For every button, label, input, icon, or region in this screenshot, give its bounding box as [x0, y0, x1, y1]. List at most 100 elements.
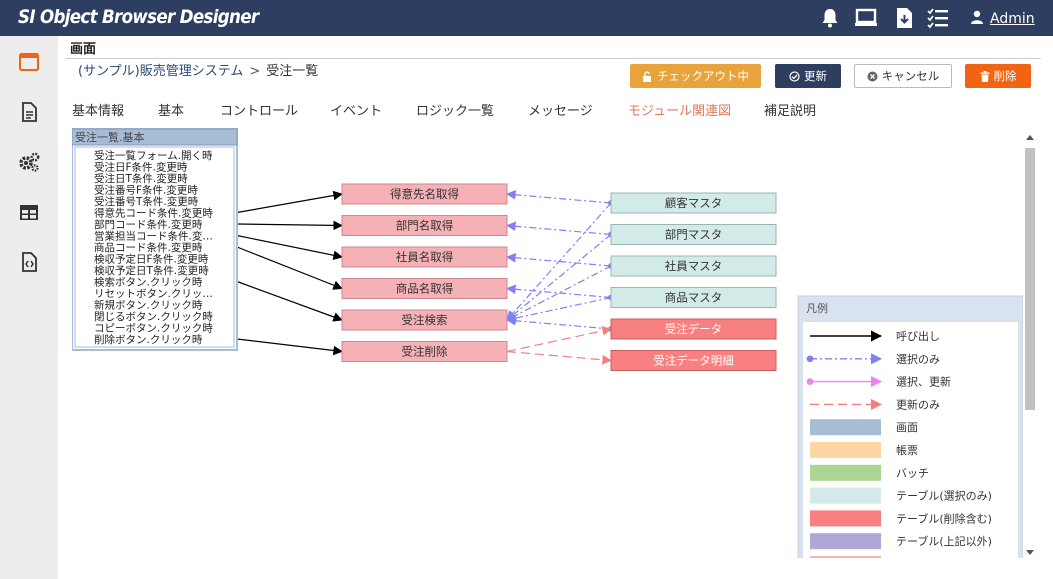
screen-event-item: 商品コード条件.変更時	[94, 241, 203, 254]
logic-node[interactable]: 部門名取得	[341, 215, 508, 236]
checkout-button[interactable]: チェックアウト中	[630, 64, 761, 88]
screen-event-item: 受注番号T条件.変更時	[94, 195, 199, 208]
legend-color-swatch	[810, 442, 881, 458]
screen-event-item: 閉じるボタン.クリック時	[94, 311, 213, 323]
code-file-icon	[22, 252, 37, 272]
cancel-button[interactable]: キャンセル	[854, 64, 952, 88]
scrollbar-thumb[interactable]	[1025, 148, 1035, 410]
legend-swatch-label: 帳票	[896, 443, 918, 457]
title-divider	[66, 58, 1041, 59]
download-icon[interactable]	[892, 6, 916, 30]
checklist-icon[interactable]	[926, 6, 950, 30]
bell-icon[interactable]	[818, 6, 842, 30]
logic-node[interactable]: 商品名取得	[341, 278, 508, 299]
logic-node[interactable]: 社員名取得	[341, 246, 508, 268]
table-icon	[20, 205, 38, 220]
scroll-down-arrow[interactable]	[1026, 550, 1034, 555]
table-node[interactable]: 社員マスタ	[610, 255, 777, 277]
section-title: 画面	[70, 42, 97, 57]
call-arrow	[236, 234, 343, 260]
call-arrow	[236, 280, 343, 322]
screen-node-body	[74, 146, 235, 348]
document-icon	[22, 102, 37, 122]
select-arrow	[506, 263, 614, 321]
screen-node-header	[72, 128, 238, 146]
user-name[interactable]: Admin	[990, 11, 1035, 27]
logic-node-label: 社員名取得	[396, 250, 454, 264]
check-circle-icon	[789, 70, 800, 82]
sidebar	[0, 36, 58, 579]
legend-swatch-label: テーブル(上記以外)	[896, 534, 992, 548]
logic-node-label: 部門名取得	[396, 219, 454, 233]
tab-event[interactable]: イベント	[330, 104, 383, 119]
monitor-icon[interactable]	[854, 6, 878, 30]
vertical-scrollbar[interactable]	[1023, 130, 1037, 560]
cancel-label: キャンセル	[881, 69, 940, 83]
table-node[interactable]: 商品マスタ	[610, 287, 777, 308]
screen-event-item: 受注日F条件.変更時	[94, 161, 188, 174]
top-bar: SI Object Browser Designer Admin	[0, 0, 1053, 36]
sidebar-item-document[interactable]	[15, 98, 43, 126]
sidebar-item-screen[interactable]	[15, 48, 43, 76]
table-node-label: 顧客マスタ	[665, 196, 723, 210]
screen-event-item: 検収予定日F条件.変更時	[94, 253, 209, 266]
table-node-label: 受注データ	[665, 322, 723, 336]
tab-module-diagram[interactable]: モジュール関連図	[628, 104, 732, 119]
logic-node-box	[341, 246, 508, 268]
tab-control[interactable]: コントロール	[220, 104, 299, 119]
scroll-up-arrow[interactable]	[1026, 135, 1034, 140]
legend-color-swatch	[810, 464, 881, 481]
screen-event-item: コピーボタン.クリック時	[94, 323, 213, 335]
logic-node-box	[341, 183, 508, 205]
table-node-box	[610, 224, 777, 245]
logic-node-box	[341, 278, 508, 299]
user-menu[interactable]: Admin	[970, 10, 1035, 27]
logic-node-label: 受注検索	[402, 313, 448, 327]
tab-basic[interactable]: 基本	[158, 104, 185, 119]
tab-supplement[interactable]: 補足説明	[764, 104, 817, 119]
breadcrumb: (サンプル)販売管理システム>受注一覧	[78, 60, 318, 79]
delete-button[interactable]: 削除	[965, 64, 1031, 88]
update-arrow	[506, 350, 612, 365]
table-node-box	[610, 287, 777, 308]
screen-event-item: 受注日T条件.変更時	[94, 172, 188, 185]
screen-node[interactable]: 受注一覧.基本受注一覧フォーム.開く時受注日F条件.変更時受注日T条件.変更時受…	[72, 128, 238, 351]
screen-event-item: 受注一覧フォーム.開く時	[94, 149, 213, 162]
legend-swatch-label: テーブル(選択のみ)	[896, 489, 992, 503]
legend-swatch-label: 画面	[896, 421, 918, 434]
logic-node-label: 受注削除	[402, 345, 448, 359]
select-arrow	[506, 315, 614, 332]
tab-basic-info[interactable]: 基本情報	[72, 104, 125, 119]
table-node[interactable]: 受注データ明細	[610, 350, 777, 371]
screen-event-item: 部門コード条件.変更時	[94, 218, 203, 231]
cancel-icon	[867, 71, 878, 81]
legend-line-label: 呼び出し	[896, 329, 940, 343]
select-arrow	[506, 231, 614, 321]
breadcrumb-system[interactable]: (サンプル)販売管理システム	[78, 64, 244, 79]
logic-node[interactable]: 受注削除	[341, 341, 508, 362]
table-node-box	[610, 255, 777, 277]
table-node-label: 部門マスタ	[665, 228, 723, 242]
screen-event-item: リセットボタン.クリッ…	[94, 288, 213, 300]
sidebar-item-table[interactable]	[15, 198, 43, 226]
table-node[interactable]: 顧客マスタ	[610, 192, 777, 214]
table-node[interactable]: 部門マスタ	[610, 224, 777, 245]
update-button[interactable]: 更新	[775, 64, 841, 88]
call-arrow	[236, 338, 343, 356]
sidebar-item-gears[interactable]	[15, 148, 43, 176]
logic-node[interactable]: 受注検索	[341, 309, 508, 331]
legend-color-swatch	[810, 556, 881, 558]
legend-color-swatch	[810, 510, 881, 527]
legend: 凡例呼び出し選択のみ選択、更新更新のみ画面帳票バッチテーブル(選択のみ)テーブル…	[797, 295, 1023, 558]
call-arrow	[236, 246, 343, 290]
tab-message[interactable]: メッセージ	[528, 104, 593, 119]
select-arrow	[506, 200, 614, 321]
logic-node[interactable]: 得意先名取得	[341, 183, 508, 205]
table-node[interactable]: 受注データ	[610, 318, 777, 340]
logic-node-label: 得意先名取得	[390, 187, 459, 201]
tab-logic-list[interactable]: ロジック一覧	[416, 104, 495, 119]
sidebar-item-code[interactable]	[15, 248, 43, 276]
trash-icon	[980, 70, 989, 82]
logic-node-box	[341, 215, 508, 236]
user-icon	[971, 10, 983, 24]
